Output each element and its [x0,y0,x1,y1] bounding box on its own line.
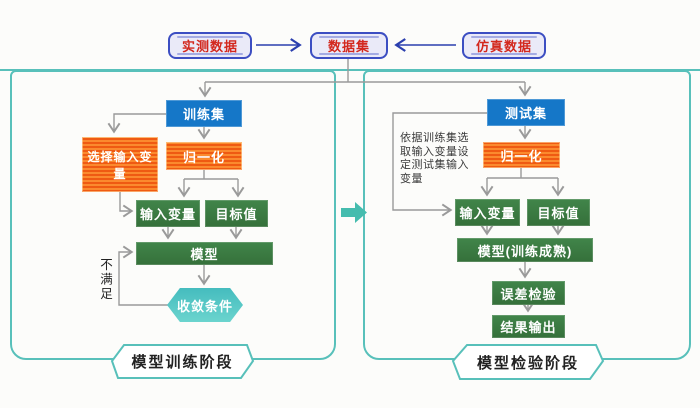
node-target-left: 目标值 [205,200,268,227]
testing-stage-label: 模型检验阶段 [476,354,579,372]
wire-feedback-loop [118,245,168,306]
node-measured-data: 实测数据 [168,32,252,59]
test-input-note: 依据训练集选取输入变量设定测试集输入变量 [400,132,469,185]
testing-label-shape [451,344,605,380]
wire-testset-to-inputs [392,112,487,217]
node-normalize-right: 归一化 [483,142,560,168]
node-error-check: 误差检验 [492,281,565,305]
node-model-left: 模型 [136,242,273,265]
stage-transition-arrow [341,202,367,223]
node-model-trained: 模型(训练成熟) [457,238,593,262]
node-result-output: 结果输出 [492,315,565,338]
training-stage-label: 模型训练阶段 [131,354,234,371]
wire-normalize-fork-left [184,170,238,180]
node-normalize-left: 归一化 [166,142,242,170]
node-select-inputs: 选择输入变量 [82,137,158,192]
node-convergence: 收敛条件 [167,288,243,322]
wire-normalize-fork-right [487,168,558,179]
wire-training-to-select [107,113,166,134]
gray-connectors [107,58,565,313]
node-test-set: 测试集 [487,99,565,126]
node-input-vars-left: 输入变量 [136,200,200,227]
wire-select-to-inputs [119,192,134,218]
node-target-right: 目标值 [527,199,590,226]
node-dataset: 数据集 [310,32,388,59]
node-simulated-data: 仿真数据 [462,32,546,59]
node-input-vars-right: 输入变量 [455,199,520,226]
node-training-set: 训练集 [166,100,242,127]
training-label-shape [110,344,255,379]
not-satisfied-text: 不满足 [98,258,112,302]
top-border-line [0,69,700,71]
